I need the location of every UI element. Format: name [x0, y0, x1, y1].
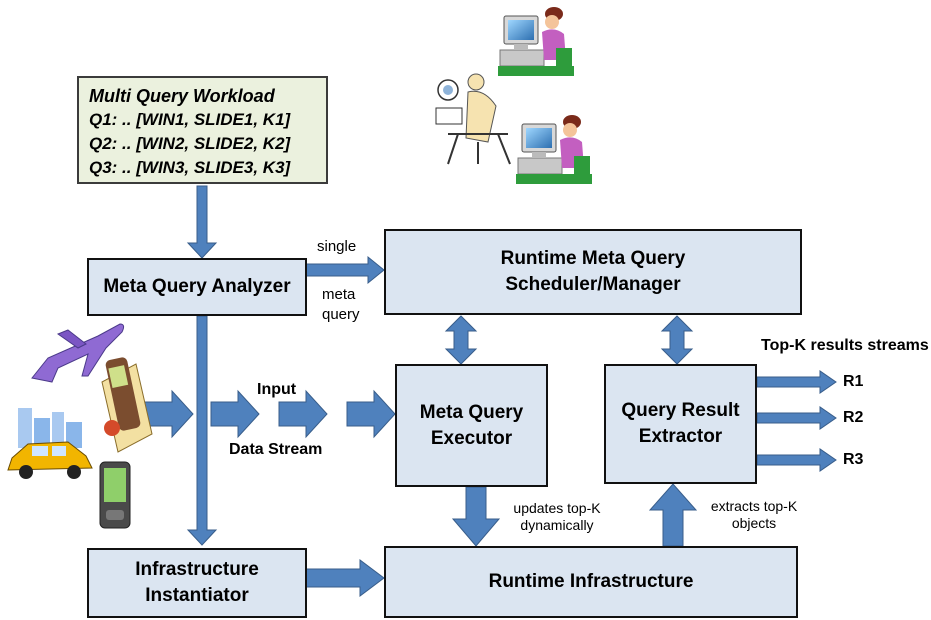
- arrow-infrastructure-to-extractor: [648, 483, 698, 547]
- label-r1: R1: [843, 373, 864, 390]
- arrow-analyzer-to-scheduler: [305, 255, 385, 285]
- extracts-line1: extracts top-K: [710, 498, 798, 514]
- meta-query-analyzer-box: Meta Query Analyzer: [87, 258, 307, 316]
- mobile-phone-icon: [101, 357, 153, 453]
- arrow-sources-1: [144, 389, 194, 439]
- arrow-to-r3: [756, 448, 837, 472]
- infrastructure-label: Runtime Infrastructure: [488, 571, 694, 592]
- label-r2: R2: [843, 409, 864, 426]
- arrow-instantiator-to-infrastructure: [305, 559, 385, 597]
- updates-line2: dynamically: [520, 517, 594, 533]
- label-extracts-topk: extracts top-K objects: [696, 498, 812, 532]
- infrastructure-instantiator-box: Infrastructure Instantiator: [87, 548, 307, 618]
- airplane-icon: [31, 323, 125, 383]
- instantiator-label-line2: Instantiator: [145, 585, 249, 606]
- runtime-infrastructure-box: Runtime Infrastructure: [384, 546, 798, 618]
- query-result-extractor-box: Query Result Extractor: [604, 364, 757, 484]
- user-at-computer-icon: [498, 7, 574, 76]
- label-query: query: [322, 306, 360, 323]
- arrow-analyzer-to-instantiator: [186, 315, 218, 546]
- extractor-label-line1: Query Result: [621, 400, 740, 421]
- executor-label-line2: Executor: [430, 427, 513, 449]
- arrow-scheduler-extractor-bidirectional: [660, 315, 694, 365]
- arrow-to-r1: [756, 370, 837, 394]
- label-input: Input: [257, 381, 297, 398]
- arrow-scheduler-executor-bidirectional: [444, 315, 478, 365]
- user-with-laptop-icon: [435, 73, 511, 165]
- arrow-to-r2: [756, 406, 837, 430]
- workload-query-1: Q1: .. [WIN1, SLIDE1, K1]: [89, 110, 291, 129]
- executor-label-line1: Meta Query: [419, 401, 524, 423]
- scheduler-label-line2: Scheduler/Manager: [505, 274, 681, 295]
- analyzer-label: Meta Query Analyzer: [103, 276, 291, 297]
- scheduler-label-line1: Runtime Meta Query: [500, 248, 686, 269]
- label-r3: R3: [843, 451, 864, 468]
- arrow-workload-to-analyzer: [186, 185, 218, 259]
- arrow-input-1: [210, 389, 260, 439]
- runtime-meta-query-scheduler-box: Runtime Meta Query Scheduler/Manager: [384, 229, 802, 315]
- user-at-computer-icon: [516, 115, 592, 184]
- arrows: [144, 185, 837, 597]
- label-topk-results-streams: Top-K results streams: [761, 337, 929, 354]
- label-data-stream: Data Stream: [229, 441, 323, 458]
- workload-query-2: Q2: .. [WIN2, SLIDE2, K2]: [89, 134, 291, 153]
- arrow-input-3: [346, 389, 396, 439]
- workload-title: Multi Query Workload: [89, 86, 275, 106]
- extractor-label-line2: Extractor: [638, 426, 723, 447]
- extracts-line2: objects: [731, 515, 777, 531]
- updates-line1: updates top-K: [513, 500, 601, 516]
- label-single: single: [317, 238, 357, 255]
- label-meta: meta: [322, 286, 356, 303]
- arrow-input-2: [278, 389, 328, 439]
- city-taxi-icon: [7, 408, 93, 479]
- instantiator-label-line1: Infrastructure: [135, 559, 259, 580]
- meta-query-executor-box: Meta Query Executor: [395, 364, 548, 487]
- label-updates-topk: updates top-K dynamically: [497, 500, 617, 534]
- arrow-executor-to-infrastructure: [451, 486, 501, 547]
- workload-query-3: Q3: .. [WIN3, SLIDE3, K3]: [89, 158, 291, 177]
- multi-query-workload-note: Multi Query Workload Q1: .. [WIN1, SLIDE…: [77, 76, 328, 184]
- pda-icon: [99, 461, 131, 529]
